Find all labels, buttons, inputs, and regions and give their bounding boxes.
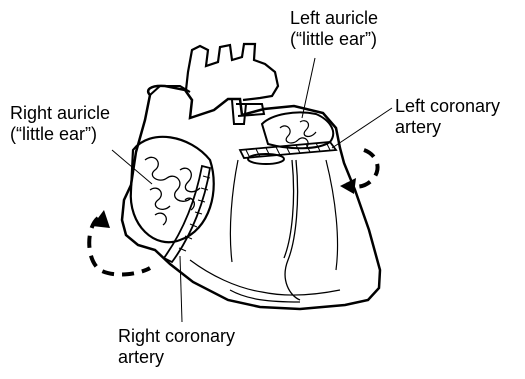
right-coronary-label-line1: Right coronary — [118, 326, 235, 347]
left-auricle-label-line2: (“little ear”) — [290, 29, 378, 50]
left-auricle-label-line1: Left auricle — [290, 8, 378, 29]
septal-line — [230, 160, 238, 262]
left-auricle-label: Left auricle (“little ear”) — [290, 8, 378, 50]
anterior-descending-artery — [284, 160, 300, 300]
left-coronary-label: Left coronary artery — [395, 96, 500, 138]
pulmonary-trunk — [232, 100, 264, 124]
left-rotation-arrowhead — [340, 178, 356, 194]
right-auricle-texture — [145, 157, 200, 225]
left-coronary-label-line2: artery — [395, 117, 500, 138]
right-coronary-label: Right coronary artery — [118, 326, 235, 368]
right-auricle-label-line1: Right auricle — [10, 103, 110, 124]
right-auricle-label-line2: (“little ear”) — [10, 124, 110, 145]
right-auricle-shape — [131, 137, 214, 242]
right-coronary-label-line2: artery — [118, 347, 235, 368]
aortic-arch — [186, 44, 278, 100]
left-coronary-label-line1: Left coronary — [395, 96, 500, 117]
right-coronary-band — [164, 166, 210, 262]
left-coronary-hatching — [246, 142, 330, 158]
circumflex-branch — [326, 160, 338, 270]
right-coronary-leader — [180, 256, 182, 322]
inferior-branches — [190, 260, 340, 302]
left-coronary-leader — [332, 108, 392, 148]
right-auricle-label: Right auricle (“little ear”) — [10, 103, 110, 145]
